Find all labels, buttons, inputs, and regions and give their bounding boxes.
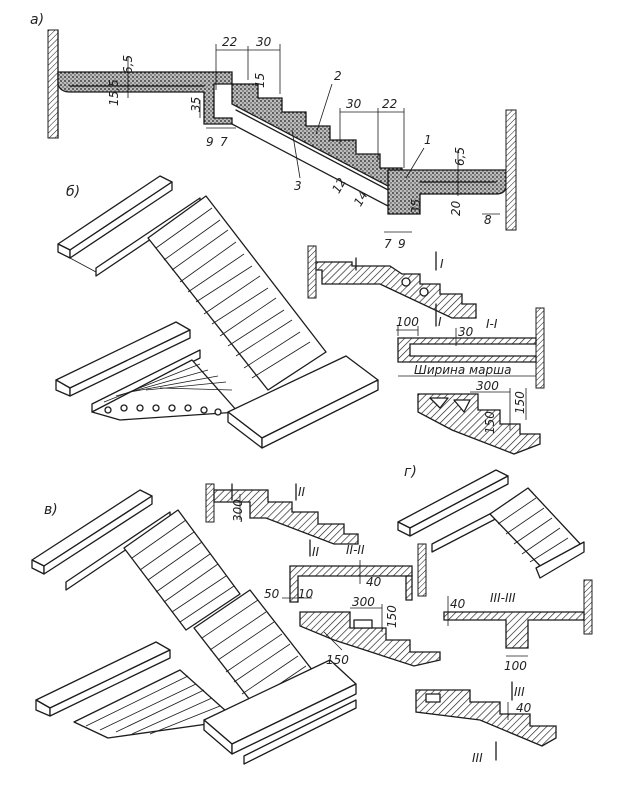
section-III-III-title: III-III	[490, 591, 516, 605]
dim-300-b: 300	[476, 379, 499, 393]
dim-22-mid: 22	[382, 97, 397, 111]
dimension-lines-a	[127, 44, 500, 233]
callout-2: 2	[334, 69, 342, 83]
dim-12: 12	[329, 175, 349, 195]
dim-100-g: 100	[504, 659, 527, 673]
dim-7-bottom: 7	[384, 237, 392, 251]
flight-void-holes	[104, 404, 222, 416]
section-III-bottom-label: III	[472, 751, 483, 765]
dim-22-top: 22	[222, 35, 237, 49]
panel-label-v: в)	[44, 502, 58, 518]
right-wall	[505, 109, 517, 231]
dim-40-g: 40	[450, 597, 466, 611]
callout-3: 3	[294, 179, 302, 193]
upper-flight-v	[123, 509, 241, 631]
dim-300-v-left: 300	[231, 499, 245, 522]
dim-8: 8	[484, 213, 492, 227]
section-I-top-label: I	[440, 257, 444, 271]
dim-7-left: 7	[220, 135, 228, 149]
section-III-top-label: III	[514, 685, 525, 699]
step-section-g: III III 40	[415, 681, 557, 765]
dim-20: 20	[449, 200, 463, 216]
section-I-bottom-label: I	[438, 315, 442, 329]
upper-flight-steps	[155, 207, 311, 379]
panel-label-g: г)	[404, 464, 417, 480]
callout-1: 1	[424, 133, 432, 147]
dim-300-v: 300	[352, 595, 375, 609]
dim-50-v: 50	[264, 587, 280, 601]
upper-landing-slab	[57, 71, 233, 125]
dim-30-b: 30	[458, 325, 474, 339]
dim-150-v-bottom: 150	[326, 653, 349, 667]
dim-40-g-small: 40	[516, 701, 532, 715]
dim-150-b2: 150	[483, 411, 497, 434]
dim-9-bottom: 9	[398, 237, 406, 251]
dim-150-b: 150	[513, 391, 527, 414]
dim-100: 100	[396, 315, 419, 329]
dim-30-mid: 30	[346, 97, 362, 111]
panel-label-a: а)	[30, 12, 44, 28]
dim-15: 15	[253, 73, 267, 88]
stair-flight-section	[231, 83, 403, 187]
dim-150-v-right: 150	[385, 605, 399, 628]
left-wall	[47, 29, 59, 139]
panel-g-stair-isometric: г)	[397, 464, 585, 579]
dim-30-top: 30	[256, 35, 272, 49]
section-I-profile	[315, 261, 477, 319]
lower-landing-slab	[387, 169, 507, 215]
section-I-I-title: I-I	[486, 317, 498, 331]
section-II-II-title: II-II	[346, 543, 365, 557]
section-II-top-label: II	[298, 485, 306, 499]
step-section-v: 300 150 150	[299, 595, 441, 667]
flight-width-label: Ширина марша	[414, 363, 511, 377]
dim-35-right: 35	[409, 199, 423, 214]
landing-slab-section	[397, 337, 537, 363]
upper-flight	[147, 195, 327, 391]
panel-v-stair-isometric: в)	[31, 489, 357, 765]
dim-9-left: 9	[206, 135, 214, 149]
section-II-detail: II II 300	[205, 483, 359, 559]
section-I-detail: I I	[307, 245, 477, 329]
dim-6-5-right: 6,5	[453, 147, 467, 166]
dim-40-v: 40	[366, 575, 382, 589]
panel-label-b: б)	[66, 184, 80, 200]
section-I-I-detail: I-I 100 30 Ширина марша	[396, 307, 545, 389]
step-section-b: 300 150 150	[417, 379, 541, 455]
dim-15-5: 15,5	[107, 79, 121, 106]
dim-6-5-left: 6,5	[121, 55, 135, 74]
panel-a-section: а)	[30, 12, 517, 251]
dim-14: 14	[351, 188, 371, 208]
section-II-II-detail: II-II 40 50 10	[264, 543, 427, 603]
dim-35-left: 35	[189, 97, 203, 112]
section-II-bottom-label: II	[312, 545, 320, 559]
panel-b-stair-isometric: б)	[55, 175, 379, 449]
section-III-III-detail: III-III 40 100	[443, 579, 593, 673]
dim-10-v: 10	[298, 587, 314, 601]
